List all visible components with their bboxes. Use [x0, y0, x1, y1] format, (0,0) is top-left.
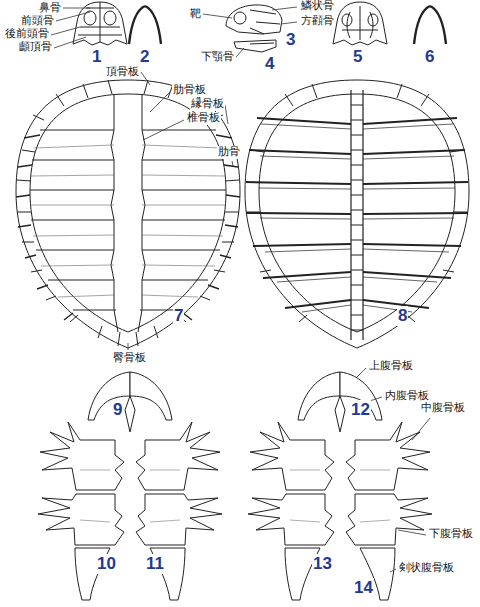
part-label: 方顴骨: [300, 15, 335, 28]
callout-number: 11: [145, 554, 165, 574]
callout-number: 14: [353, 578, 374, 598]
callout-number: 5: [352, 47, 363, 67]
callout-number: 2: [139, 47, 150, 67]
part-label: 椎骨板: [186, 112, 221, 125]
part-label: 上腹骨板: [368, 360, 414, 373]
part-label: 臀骨板: [112, 352, 147, 365]
callout-number: 7: [173, 306, 184, 326]
callout-number: 8: [397, 306, 408, 326]
callout-number: 1: [91, 47, 102, 67]
part-label: 鼻骨: [38, 2, 62, 15]
plastron-left: [38, 372, 222, 600]
part-label: 剣状腹骨板: [398, 562, 455, 575]
part-label: 顱頂骨: [18, 41, 53, 54]
part-label: 後前頭骨: [4, 28, 50, 41]
part-label: 頂骨板: [105, 66, 140, 79]
leader-lines: [51, 7, 430, 572]
part-label: 肋骨: [217, 146, 241, 159]
part-label: 前頭骨: [20, 15, 55, 28]
carapace-ventral: [245, 80, 469, 348]
callout-number: 3: [285, 30, 296, 50]
carapace-dorsal: [16, 80, 240, 348]
callout-number: 12: [350, 400, 371, 420]
part-label: 鱗状骨: [300, 0, 335, 13]
part-label: 内腹骨板: [384, 390, 430, 403]
part-label: 下腹骨板: [428, 528, 474, 541]
callout-number: 9: [112, 400, 123, 420]
skull-lateral: [226, 5, 282, 52]
skull-ventral: [333, 2, 387, 45]
callout-number: 13: [312, 554, 333, 574]
part-label: 縁骨板: [190, 98, 225, 111]
part-label: 下顎骨: [200, 51, 235, 64]
part-label: 靶: [189, 8, 202, 21]
part-label: 肋骨板: [172, 84, 207, 97]
callout-number: 6: [424, 47, 435, 67]
callout-number: 10: [96, 554, 117, 574]
callout-number: 4: [264, 54, 275, 74]
part-label: 中腹骨板: [420, 402, 466, 415]
